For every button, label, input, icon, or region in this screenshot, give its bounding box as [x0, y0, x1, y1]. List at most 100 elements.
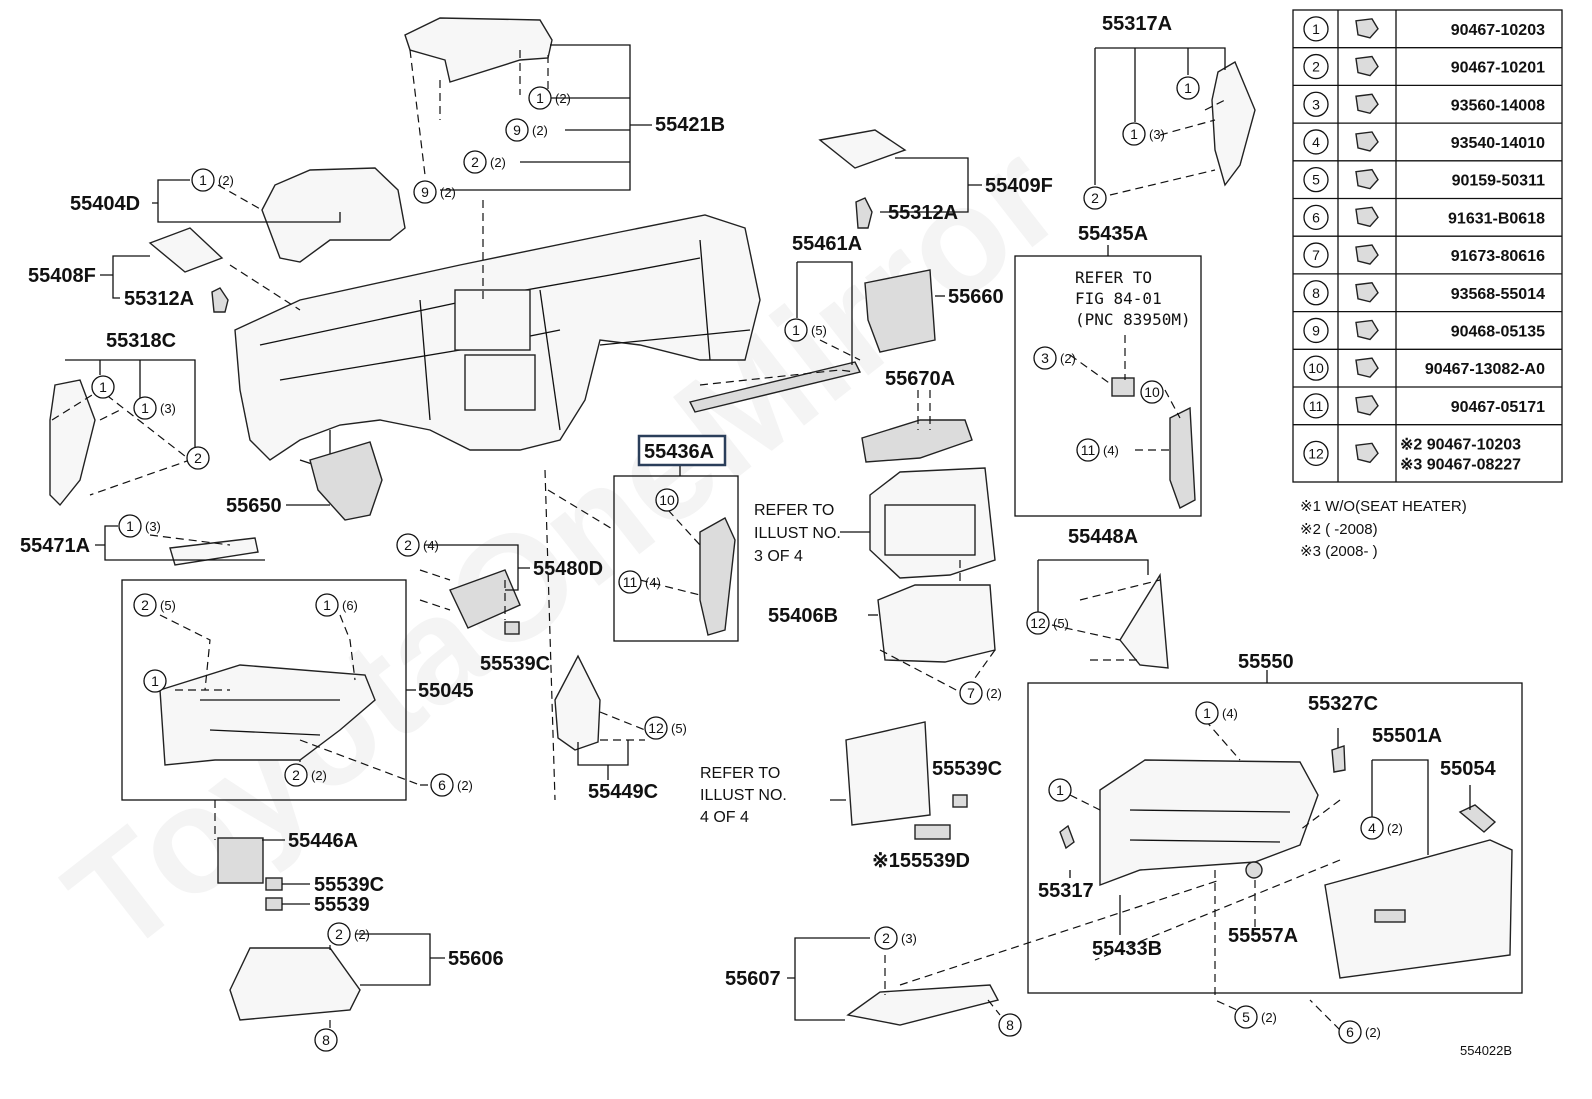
part-number: 90468-05135 — [1451, 323, 1545, 340]
qty: (5) — [160, 598, 176, 613]
diagram-id: 554022B — [1460, 1043, 1512, 1058]
fastener-icon — [1355, 244, 1379, 265]
part-55461A-shape — [688, 361, 862, 413]
refer-notes: REFER TO FIG 84-01 (PNC 83950M) REFER TO… — [700, 268, 1191, 826]
fastener-icon — [1355, 131, 1379, 152]
part-number: 91631-B0618 — [1448, 210, 1545, 227]
row-number: 5 — [1312, 172, 1320, 188]
svg-text:1: 1 — [99, 379, 107, 395]
qty: (4) — [645, 575, 661, 590]
svg-text:8: 8 — [1006, 1017, 1014, 1033]
label-55045: 55045 — [418, 680, 474, 702]
callout-8: 8 — [998, 1013, 1022, 1037]
refer-illust4-line2: ILLUST NO. — [700, 787, 787, 804]
refer-illust3-line1: REFER TO — [754, 502, 834, 519]
table-row: 12※2 90467-10203※3 90467-08227 — [1293, 424, 1562, 473]
part-55650-shape — [309, 441, 383, 521]
svg-text:4: 4 — [1368, 820, 1376, 836]
callout-1: 1 — [1195, 701, 1219, 725]
part-number: 90467-10201 — [1451, 60, 1545, 77]
svg-text:2: 2 — [404, 537, 412, 553]
qty: (5) — [811, 323, 827, 338]
callout-2: 2 — [133, 593, 157, 617]
part-number: 93560-14008 — [1451, 97, 1545, 114]
row-number: 2 — [1312, 59, 1320, 75]
part-55318C-shape — [49, 379, 96, 507]
qty: (2) — [457, 778, 473, 793]
row-number-circle — [1303, 53, 1329, 80]
svg-text:5: 5 — [1242, 1009, 1250, 1025]
part-number: 93540-14010 — [1451, 135, 1545, 152]
svg-text:1: 1 — [792, 322, 800, 338]
label-55318C: 55318C — [106, 330, 176, 352]
part-55539C-b-shape — [265, 877, 283, 891]
part-55404D-shape — [261, 167, 406, 263]
callout-10: 10 — [655, 488, 679, 512]
part-55446A-shape — [217, 837, 264, 884]
svg-text:12: 12 — [648, 720, 664, 736]
part-number: 90159-50311 — [1452, 173, 1546, 190]
callout-1: 1 — [191, 168, 215, 192]
row-number: 6 — [1312, 209, 1320, 225]
row-number-circle — [1303, 355, 1329, 381]
qty: (2) — [1261, 1010, 1277, 1025]
svg-text:1: 1 — [1184, 80, 1192, 96]
row-number: 4 — [1312, 134, 1320, 150]
label-55606: 55606 — [448, 948, 504, 970]
part-55045-shape — [159, 664, 376, 766]
label-55448A: 55448A — [1068, 526, 1138, 548]
part-55606-shape — [229, 947, 361, 1021]
table-row: 2 90467-10201 — [1293, 47, 1562, 80]
callout-2: 2 — [284, 763, 308, 787]
row-number: 1 — [1312, 21, 1320, 37]
label-55461A: 55461A — [792, 233, 862, 255]
part-55406B-lower-shape — [877, 584, 996, 663]
refer-fig-line3: (PNC 83950M) — [1075, 310, 1191, 329]
part-55317A-shape — [1211, 60, 1256, 187]
highlight-box — [637, 434, 727, 467]
callout-9: 9 — [505, 118, 529, 142]
callout-1: 1 — [315, 593, 339, 617]
label-55539C-b: 55539C — [314, 874, 384, 896]
callout-6: 6 — [430, 773, 454, 797]
svg-text:11: 11 — [1081, 442, 1096, 458]
row-number-circle — [1303, 91, 1329, 117]
part-labels: 55421B 55404D 55408F 55312A 55318C 55650… — [20, 13, 1512, 1058]
callout-2: 2 — [327, 922, 351, 946]
part-55312A-right-shape — [855, 197, 873, 229]
label-55471A: 55471A — [20, 535, 90, 557]
qty: (2) — [218, 173, 234, 188]
label-55404D: 55404D — [70, 193, 140, 215]
fastener-icon — [1355, 18, 1379, 39]
label-55327C: 55327C — [1308, 693, 1378, 715]
center-unit-shape — [845, 721, 931, 826]
table-row: 9 90468-05135 — [1293, 310, 1562, 344]
svg-text:6: 6 — [438, 777, 446, 793]
row-number-circle — [1303, 280, 1329, 306]
label-55433B: 55433B — [1092, 938, 1162, 960]
row-number: 9 — [1312, 322, 1320, 338]
callout-12: 12 — [644, 716, 668, 740]
svg-text:2: 2 — [1091, 190, 1099, 206]
part-number: ※3 90467-08227 — [1400, 456, 1521, 473]
label-55539C-c: 55539C — [932, 758, 1002, 780]
qty: (2) — [1387, 821, 1403, 836]
part-55539-shape — [265, 897, 283, 911]
qty: (3) — [1149, 127, 1165, 142]
row-number: 7 — [1312, 247, 1320, 263]
row-number: 3 — [1312, 96, 1320, 112]
callout-1: 1 — [528, 86, 552, 110]
part-55449C-shape — [554, 654, 601, 751]
qty: (6) — [342, 598, 358, 613]
qty: (3) — [160, 401, 176, 416]
table-row: 3 93560-14008 — [1293, 84, 1562, 117]
fastener-icon — [1355, 55, 1379, 77]
label-55550: 55550 — [1238, 651, 1294, 673]
svg-text:9: 9 — [513, 122, 521, 138]
callout-1: 1 — [1122, 122, 1146, 146]
callouts: 1 (2) 9 (2) 2 (2) 9 (2) 1 (2) 1 1 (3) 2 … — [91, 76, 1403, 1052]
label-55409F: 55409F — [985, 175, 1053, 197]
